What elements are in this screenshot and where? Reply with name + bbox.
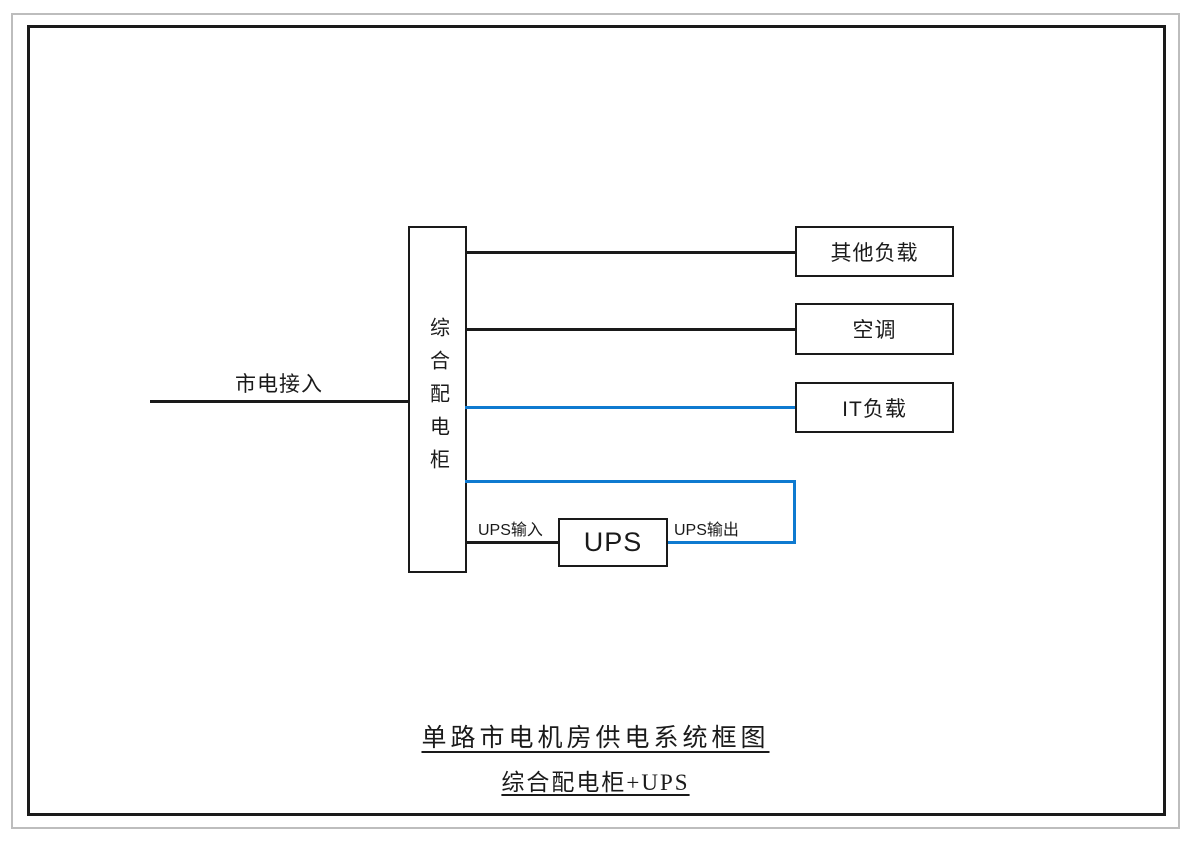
- diagram-title: 单路市电机房供电系统框图: [421, 725, 770, 752]
- load-label-it: IT负载: [842, 397, 907, 421]
- mains-input-label: 市电接入: [235, 373, 323, 396]
- ups-return-line-horizontal: [465, 480, 796, 483]
- feeder-line-it-load: [465, 406, 795, 409]
- ups-return-line-vertical: [793, 480, 796, 544]
- ups-input-label: UPS输入: [478, 522, 543, 539]
- ups-box: UPS: [558, 518, 668, 567]
- ups-output-line: [668, 541, 796, 544]
- distribution-cabinet-box: 综合配电柜: [408, 226, 467, 573]
- feeder-line-other-load: [465, 251, 795, 254]
- load-label-aircon: 空调: [852, 319, 897, 342]
- outer-border-frame: [11, 13, 1180, 829]
- load-box-aircon: 空调: [795, 303, 954, 355]
- distribution-cabinet-label: 综合配电柜: [426, 317, 449, 482]
- load-box-it: IT负载: [795, 382, 954, 433]
- mains-input-line: [150, 400, 408, 403]
- ups-input-line: [465, 541, 558, 544]
- load-box-other: 其他负载: [795, 226, 954, 277]
- ups-output-label: UPS输出: [674, 522, 739, 539]
- load-label-other: 其他负载: [830, 241, 919, 265]
- ups-box-label: UPS: [583, 527, 643, 557]
- feeder-line-aircon: [465, 328, 795, 331]
- diagram-subtitle: 综合配电柜+UPS: [501, 770, 690, 795]
- caption-block: 单路市电机房供电系统框图 综合配电柜+UPS: [0, 718, 1191, 797]
- inner-border-frame: [27, 25, 1166, 816]
